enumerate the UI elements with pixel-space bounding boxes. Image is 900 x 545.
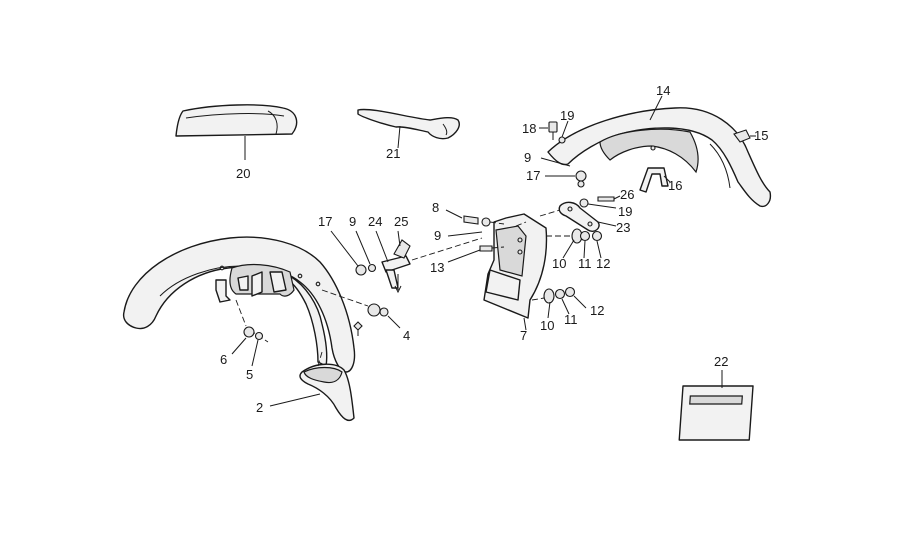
callout-8: 8 [432,200,439,215]
callout-19-top: 19 [560,108,574,123]
callout-22: 22 [714,354,728,369]
part-21-spanner-wrench [357,108,460,149]
callout-25: 25 [394,214,408,229]
callout-14: 14 [656,83,670,98]
callout-9-rear: 9 [524,150,531,165]
lower-washer-stack [531,286,587,319]
license-bracket-bolts [445,209,505,263]
callout-12-lower: 12 [590,303,604,318]
callout-11-lower: 11 [564,312,578,327]
callout-10-lower: 10 [540,318,554,333]
part-14-rear-mudguard [547,95,772,208]
callout-12-upper: 12 [596,256,610,271]
part-7-license-bracket [483,213,548,331]
callout-10-upper: 10 [552,256,566,271]
callout-16: 16 [668,178,682,193]
part-20-seat-cover [175,104,298,160]
callout-26: 26 [620,187,634,202]
callout-23: 23 [616,220,630,235]
part-15-reflector [733,129,756,143]
rear-mudguard-fasteners [539,120,587,188]
callout-19-mid: 19 [618,204,632,219]
callout-17-rear: 17 [526,168,540,183]
callout-labels: 20 21 14 15 16 18 19 9 17 26 19 23 8 9 1… [220,83,768,415]
callout-2: 2 [256,400,263,415]
callout-24: 24 [368,214,382,229]
part-16-stay-bracket [639,167,671,193]
parts-5-6-nut-washer [231,326,264,367]
part-2-mud-flap [269,351,355,422]
callout-17-front: 17 [318,214,332,229]
callout-15: 15 [754,128,768,143]
part-4-grommet [321,289,401,329]
callout-13: 13 [430,260,444,275]
callout-18: 18 [522,121,536,136]
callout-21: 21 [386,146,400,161]
callout-7: 7 [520,328,527,343]
front-mudguard [122,236,356,373]
front-bracket-hardware [330,230,483,294]
callout-9-mid: 9 [434,228,441,243]
callout-9-front: 9 [349,214,356,229]
callout-5: 5 [246,367,253,382]
callout-4: 4 [403,328,410,343]
callout-11-upper: 11 [578,256,592,271]
callout-20: 20 [236,166,250,181]
upper-washer-stack [546,228,603,259]
callout-6: 6 [220,352,227,367]
link-plate-group [539,195,621,232]
part-22-label-plate [678,370,754,441]
